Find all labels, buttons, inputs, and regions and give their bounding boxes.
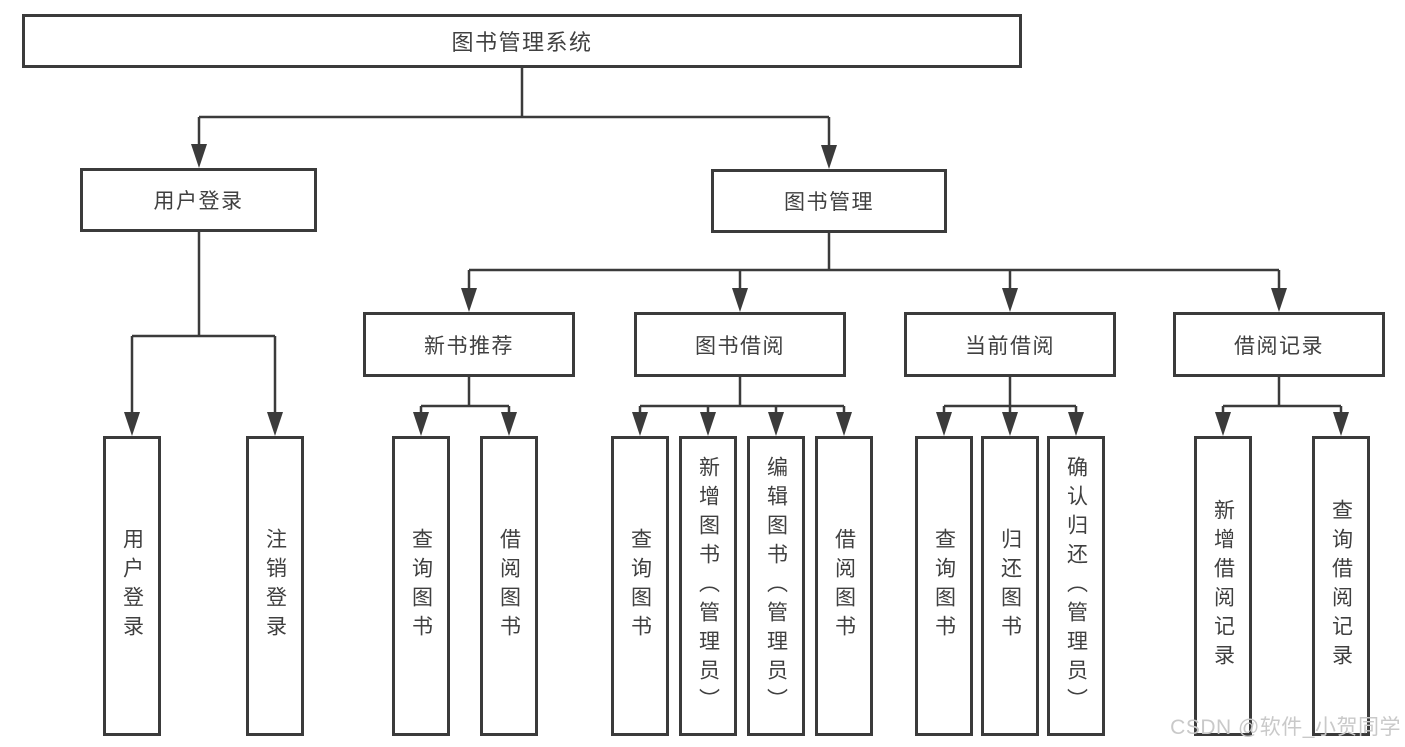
leaf-edit-book-admin: 编辑图书（管理员）	[747, 436, 805, 736]
node-borrow-record: 借阅记录	[1173, 312, 1385, 377]
arrowheads-user-login-children	[124, 412, 283, 436]
node-new-book-recommend: 新书推荐	[363, 312, 575, 377]
leaf-confirm-return-admin: 确认归还（管理员）	[1047, 436, 1105, 736]
connector-current-borrow-children	[942, 377, 1078, 418]
arrowheads-borrow-record-children	[1215, 412, 1349, 436]
arrowheads-level3	[461, 288, 1287, 312]
leaf-query-books-borrow: 查询图书	[611, 436, 669, 736]
connector-borrow-record-children	[1221, 377, 1343, 418]
node-root-library-system: 图书管理系统	[22, 14, 1022, 68]
arrowheads-book-borrow-children	[632, 412, 852, 436]
connector-root-to-level2	[197, 68, 831, 151]
node-user-login: 用户登录	[80, 168, 317, 232]
leaf-query-books-recommend: 查询图书	[392, 436, 450, 736]
connector-book-borrow-children	[638, 377, 846, 418]
connector-new-book-children	[419, 377, 511, 418]
arrowheads-current-borrow-children	[936, 412, 1084, 436]
leaf-add-book-admin: 新增图书（管理员）	[679, 436, 737, 736]
connector-book-management-children	[467, 233, 1281, 294]
leaf-user-login: 用户登录	[103, 436, 161, 736]
leaf-borrow-books-borrow: 借阅图书	[815, 436, 873, 736]
node-book-management: 图书管理	[711, 169, 947, 233]
arrowheads-level2	[191, 144, 837, 169]
leaf-borrow-books-recommend: 借阅图书	[480, 436, 538, 736]
leaf-add-borrow-record: 新增借阅记录	[1194, 436, 1252, 736]
leaf-logout-login: 注销登录	[246, 436, 304, 736]
arrowheads-new-book-children	[413, 412, 517, 436]
node-book-borrow: 图书借阅	[634, 312, 846, 377]
leaf-query-books-current: 查询图书	[915, 436, 973, 736]
leaf-return-book: 归还图书	[981, 436, 1039, 736]
connector-user-login-children	[130, 232, 277, 418]
leaf-query-borrow-record: 查询借阅记录	[1312, 436, 1370, 736]
node-current-borrow: 当前借阅	[904, 312, 1116, 377]
